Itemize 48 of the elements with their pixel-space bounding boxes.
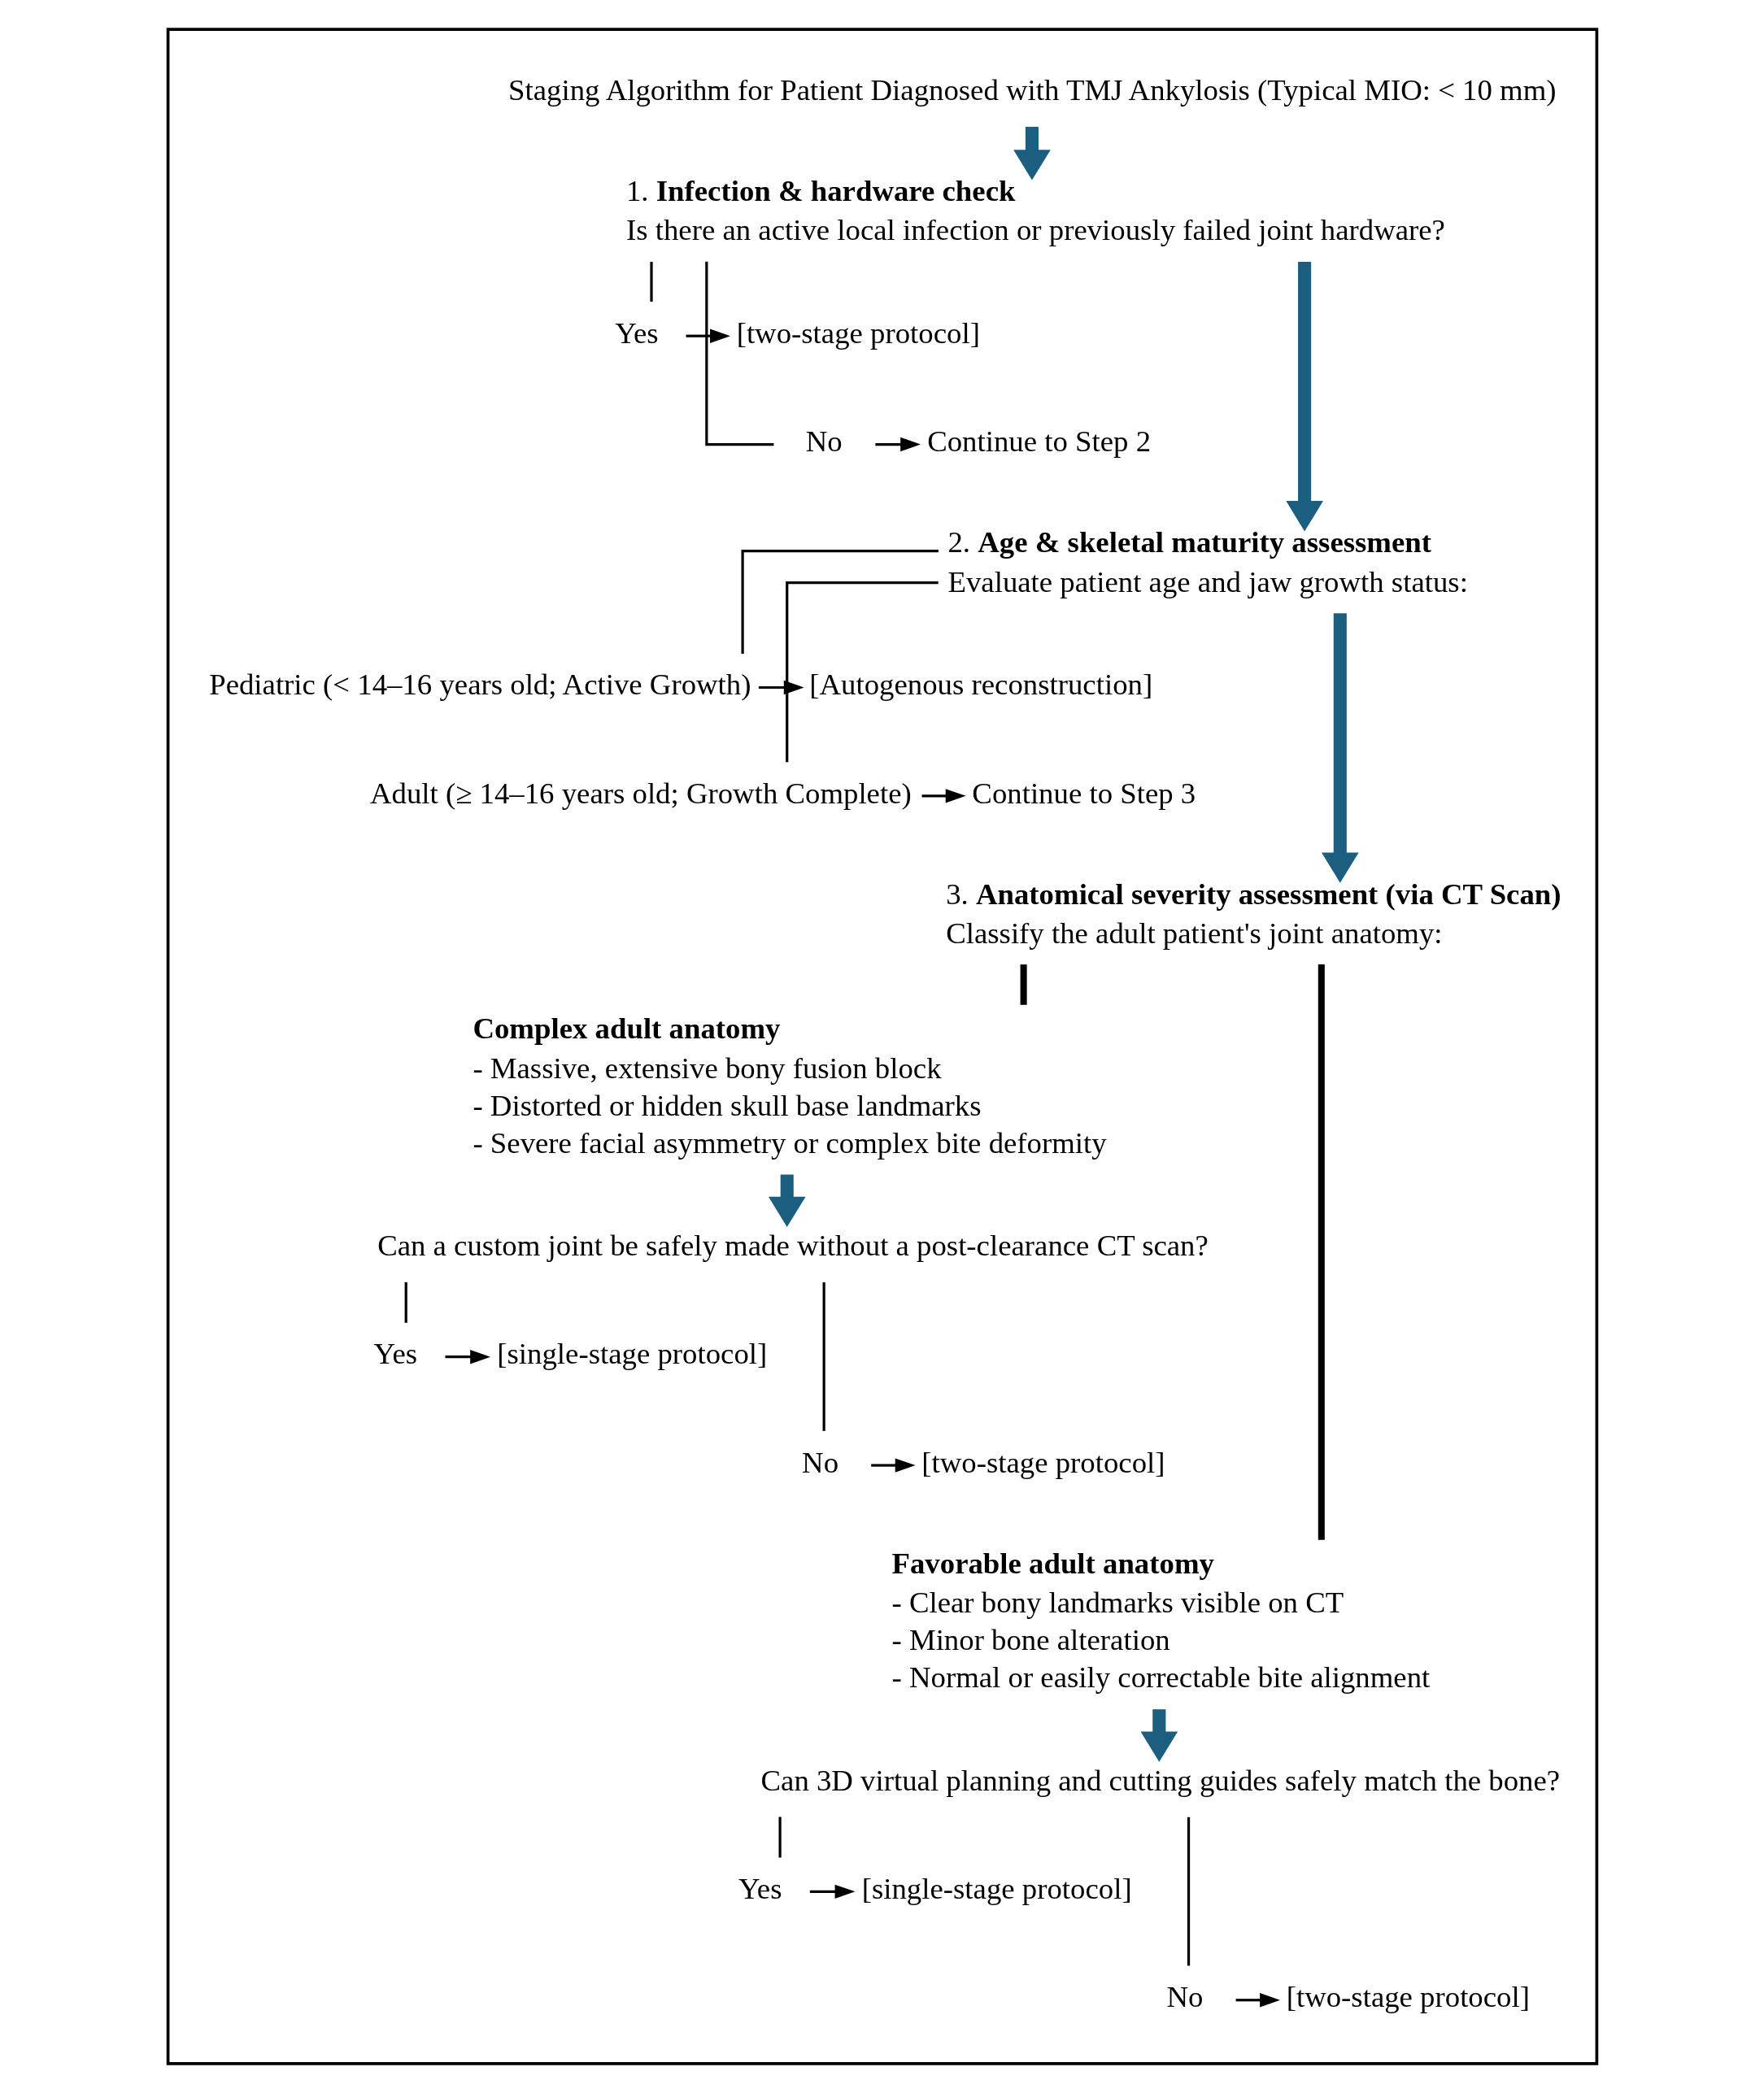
arrow (809, 1884, 855, 1899)
node-text: [single-stage protocol] (861, 1872, 1132, 1906)
node-text: 3. Anatomical severity assessment (via CT Scan) Classify the adult patient's joint anatomy: (945, 877, 1561, 951)
arrow (874, 437, 921, 452)
node-text: Adult (≥ 14–16 years old; Growth Complete) (369, 776, 912, 810)
node-text: Staging Algorithm for Patient Diagnosed with TMJ Ankylosis (Typical MIO: < 10 mm) (507, 73, 1557, 107)
connector (404, 1281, 407, 1323)
arrow (1140, 1709, 1178, 1762)
node-text: 2. Age & skeletal maturity assessment Evaluate patient age and jaw growth status: (947, 525, 1468, 598)
node-text: Complex adult anatomy - Massive, extensive bony fusion block - Distorted or hidden skull base landmarks - Severe facial asymmetry or complex bite deformity (472, 1012, 1107, 1160)
connector (741, 550, 939, 654)
arrow (686, 329, 730, 343)
node-text: Favorable adult anatomy - Clear bony landmarks visible on CT - Minor bone alteration - Normal or easily correctable bite alignment (891, 1547, 1430, 1695)
arrow (768, 1174, 806, 1228)
node-text: [Autogenous reconstruction] (808, 668, 1152, 702)
node-text: Continue to Step 2 (926, 424, 1151, 459)
node-text: 1. Infection & hardware check Is there an active local infection or previously failed joint hardware? (625, 174, 1445, 247)
arrow (870, 1458, 916, 1473)
node-text: Pediatric (< 14–16 years old; Active Growth) (208, 668, 751, 702)
connector (785, 581, 939, 763)
node-text: No (1166, 1980, 1203, 2014)
arrow (1321, 613, 1359, 883)
node-text: Can 3D virtual planning and cutting guides safely match the bone? (760, 1763, 1560, 1797)
connector (1020, 964, 1027, 1005)
node-text: Can a custom joint be safely made without a post-clearance CT scan? (377, 1229, 1209, 1263)
arrow (1285, 262, 1323, 532)
node-text: [two-stage protocol] (921, 1445, 1165, 1479)
node-text: Yes (614, 315, 659, 350)
arrow (1013, 126, 1051, 181)
connector (1187, 1817, 1190, 1966)
arrow (444, 1350, 490, 1364)
arrow (758, 680, 804, 695)
node-text: Yes (738, 1872, 782, 1906)
node-text: No (801, 1445, 838, 1479)
arrow (921, 789, 966, 803)
connector (1318, 964, 1325, 1540)
node-text: Continue to Step 3 (971, 776, 1196, 810)
connector (704, 261, 773, 446)
arrow (1235, 1993, 1280, 2008)
connector (822, 1282, 825, 1431)
node-text: [two-stage protocol] (1286, 1980, 1530, 2014)
cluster (166, 28, 1598, 2065)
node-text: [two-stage protocol] (736, 315, 980, 350)
node-text: [single-stage protocol] (496, 1337, 767, 1371)
node-text: No (805, 424, 843, 459)
connector (649, 261, 653, 302)
node-text: Yes (373, 1337, 417, 1371)
connector (778, 1817, 782, 1858)
